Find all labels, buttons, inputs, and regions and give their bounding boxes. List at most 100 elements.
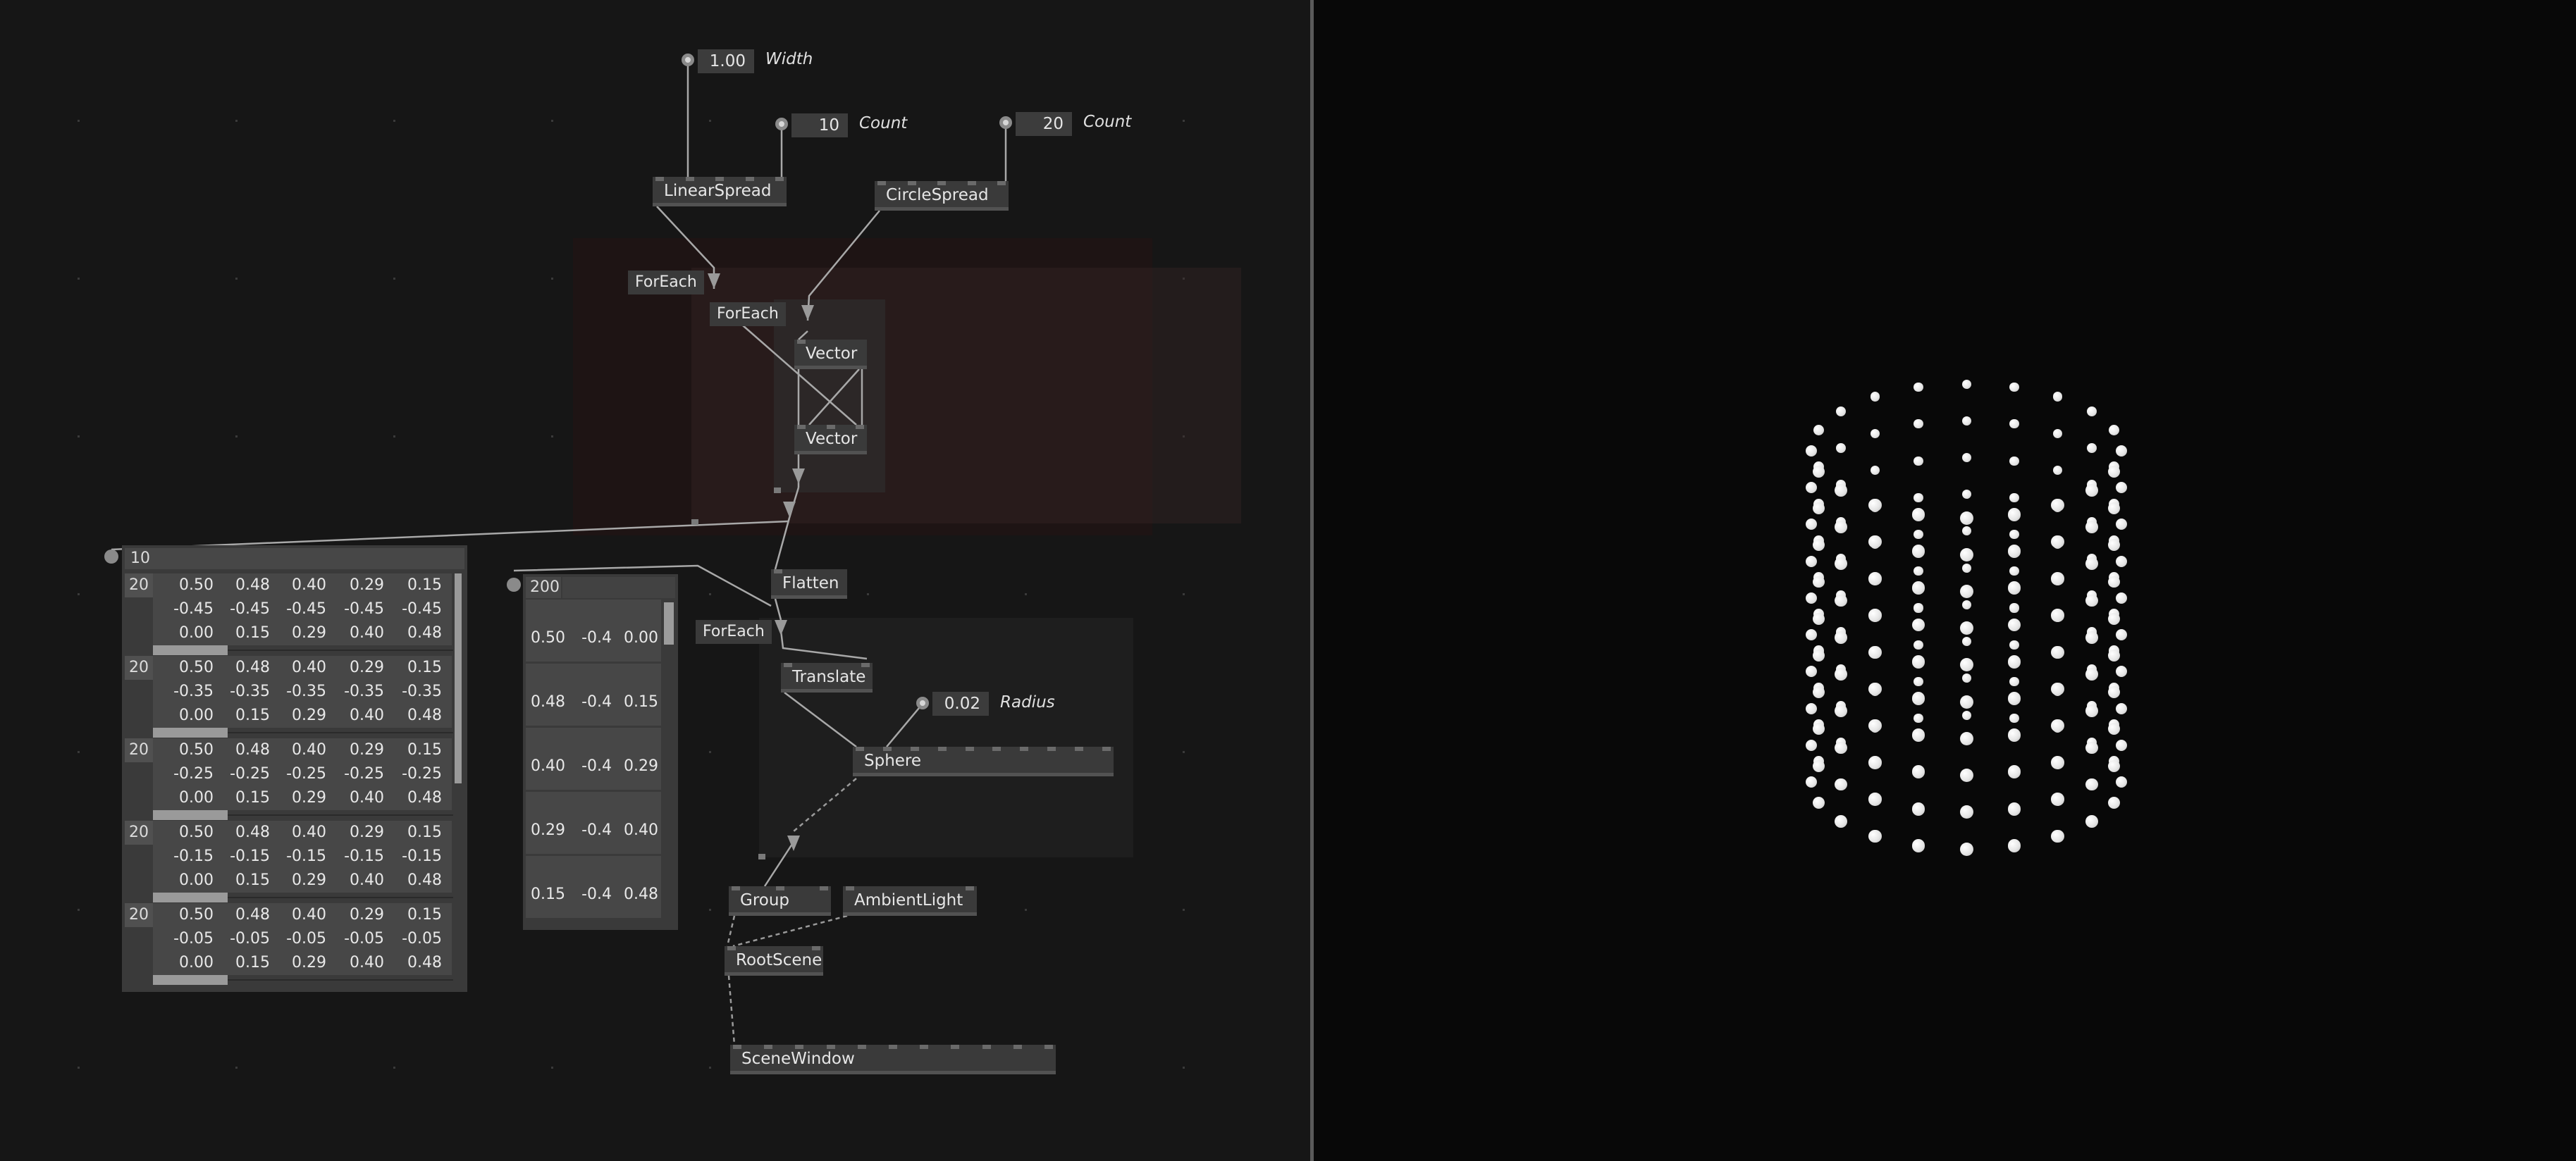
spread-cell[interactable]: 0.48 — [531, 693, 565, 711]
foreach-region-bottom[interactable] — [759, 618, 1133, 857]
patch-editor[interactable]: 1.00 Width 10 Count 20 Count 0.02 Radius… — [0, 0, 1310, 1161]
block-selection-bar[interactable] — [153, 893, 228, 902]
spread-cell[interactable]: 0.50 — [179, 659, 214, 676]
spread-cell[interactable]: 0.15 — [624, 693, 658, 711]
spread-cell[interactable]: -0.4 — [581, 757, 612, 775]
link[interactable] — [111, 520, 789, 551]
radius-iobox[interactable]: 0.02 — [932, 692, 989, 716]
spread-cell[interactable]: 0.50 — [179, 906, 214, 924]
spread-cell[interactable]: -0.05 — [344, 930, 384, 948]
spread-cell[interactable]: 0.29 — [292, 707, 326, 724]
spread-cell[interactable]: -0.35 — [173, 683, 214, 700]
scene-window-viewport[interactable] — [1314, 0, 2576, 1161]
link-dashed[interactable] — [727, 975, 736, 1045]
spread-cell[interactable]: 0.15 — [235, 871, 270, 889]
node-vector-1[interactable]: Vector — [794, 340, 867, 369]
spread-cell[interactable]: -0.05 — [402, 930, 442, 948]
node-sphere[interactable]: Sphere — [853, 747, 1114, 776]
spread-cell[interactable]: 0.48 — [407, 954, 442, 971]
splicer-icon[interactable] — [801, 305, 814, 321]
spread-cell[interactable]: -0.15 — [344, 848, 384, 865]
splicer-icon[interactable] — [787, 836, 800, 851]
spread-cell[interactable]: 0.29 — [350, 906, 384, 924]
spread-cell[interactable]: 0.50 — [179, 576, 214, 594]
spread-cell[interactable]: -0.4 — [581, 821, 612, 839]
spread-cell[interactable]: 0.40 — [531, 757, 565, 775]
spread-cell[interactable]: 0.15 — [235, 624, 270, 642]
spread-cell[interactable]: 0.29 — [531, 821, 565, 839]
count-iobox-2[interactable]: 20 — [1016, 112, 1072, 136]
spread-cell[interactable]: 0.15 — [407, 824, 442, 841]
spread-cell[interactable]: -0.4 — [581, 693, 612, 711]
spread-cell[interactable]: 0.48 — [235, 741, 270, 759]
count-iobox-1[interactable]: 10 — [791, 113, 848, 137]
spread-cell[interactable]: -0.05 — [173, 930, 214, 948]
foreach-region-inner[interactable] — [774, 299, 885, 492]
splicer-icon[interactable] — [775, 620, 787, 635]
spread-cell[interactable]: 0.00 — [179, 707, 214, 724]
spread-cell[interactable]: 0.50 — [179, 741, 214, 759]
splicer-icon[interactable] — [708, 273, 720, 289]
spread-cell[interactable]: 0.00 — [179, 624, 214, 642]
spread-cell[interactable]: 0.29 — [350, 741, 384, 759]
node-linear-spread[interactable]: LinearSpread — [653, 177, 787, 206]
region-pin[interactable] — [691, 519, 698, 525]
spread-cell[interactable]: 0.48 — [407, 871, 442, 889]
spread-cell[interactable]: 0.50 — [531, 629, 565, 647]
spread-cell[interactable]: -0.15 — [230, 848, 270, 865]
spread-cell[interactable]: 0.15 — [235, 707, 270, 724]
spread-cell[interactable]: 0.29 — [292, 624, 326, 642]
link[interactable] — [763, 841, 795, 887]
spread-cell[interactable]: -0.25 — [402, 765, 442, 783]
link[interactable] — [737, 320, 857, 426]
spread-cell[interactable]: 0.15 — [407, 659, 442, 676]
spread-cell[interactable]: -0.15 — [173, 848, 214, 865]
spread-cell[interactable]: 0.48 — [235, 659, 270, 676]
foreach-label-outer[interactable]: ForEach — [628, 271, 704, 294]
input-pin-icon[interactable] — [916, 697, 929, 709]
spread-cell[interactable]: -0.05 — [230, 930, 270, 948]
block-selection-bar[interactable] — [153, 975, 228, 985]
spread-cell[interactable]: -0.45 — [230, 600, 270, 618]
link-dashed[interactable] — [732, 914, 848, 948]
spread-cell[interactable]: 0.29 — [292, 789, 326, 807]
spread-cell[interactable]: 0.48 — [407, 789, 442, 807]
splicer-icon[interactable] — [792, 468, 805, 484]
spread-cell[interactable]: 0.40 — [292, 741, 326, 759]
spread-cell[interactable]: 0.00 — [179, 789, 214, 807]
spread-cell[interactable]: 0.29 — [350, 576, 384, 594]
spread-cell[interactable]: -0.25 — [173, 765, 214, 783]
spread-cell[interactable]: 0.50 — [179, 824, 214, 841]
spread-cell[interactable]: 0.40 — [350, 871, 384, 889]
spread-cell[interactable]: -0.05 — [286, 930, 326, 948]
spread-cell[interactable]: -0.35 — [402, 683, 442, 700]
input-pin-icon[interactable] — [507, 578, 521, 592]
spread-cell[interactable]: 0.29 — [350, 824, 384, 841]
node-scene-window[interactable]: SceneWindow — [730, 1045, 1056, 1074]
spread-cell[interactable]: 0.40 — [292, 659, 326, 676]
input-pin-icon[interactable] — [775, 118, 788, 130]
flat-scrollbar[interactable] — [664, 602, 674, 645]
spread-cell[interactable]: 0.40 — [292, 824, 326, 841]
foreach-label-bottom[interactable]: ForEach — [696, 620, 772, 644]
link[interactable] — [513, 564, 772, 607]
spread-cell[interactable]: 0.15 — [235, 954, 270, 971]
region-pin[interactable] — [774, 488, 781, 493]
link[interactable] — [806, 210, 880, 321]
panel-divider[interactable] — [1310, 0, 1314, 1161]
spread-cell[interactable]: 0.15 — [407, 576, 442, 594]
spread-cell[interactable]: -0.15 — [286, 848, 326, 865]
spread-cell[interactable]: -0.35 — [230, 683, 270, 700]
spread-cell[interactable]: -0.25 — [344, 765, 384, 783]
spread-cell[interactable]: -0.4 — [581, 629, 612, 647]
spread-cell[interactable]: 0.40 — [350, 789, 384, 807]
spread-cell[interactable]: 0.48 — [235, 576, 270, 594]
spread-cell[interactable]: -0.4 — [581, 886, 612, 903]
spread-cell[interactable]: 0.29 — [624, 757, 658, 775]
spread-cell[interactable]: -0.35 — [344, 683, 384, 700]
spread-cell[interactable]: 0.29 — [350, 659, 384, 676]
link[interactable] — [798, 330, 808, 340]
spread-cell[interactable]: 0.40 — [350, 707, 384, 724]
node-vector-2[interactable]: Vector — [794, 425, 867, 454]
region-pin[interactable] — [758, 854, 765, 859]
